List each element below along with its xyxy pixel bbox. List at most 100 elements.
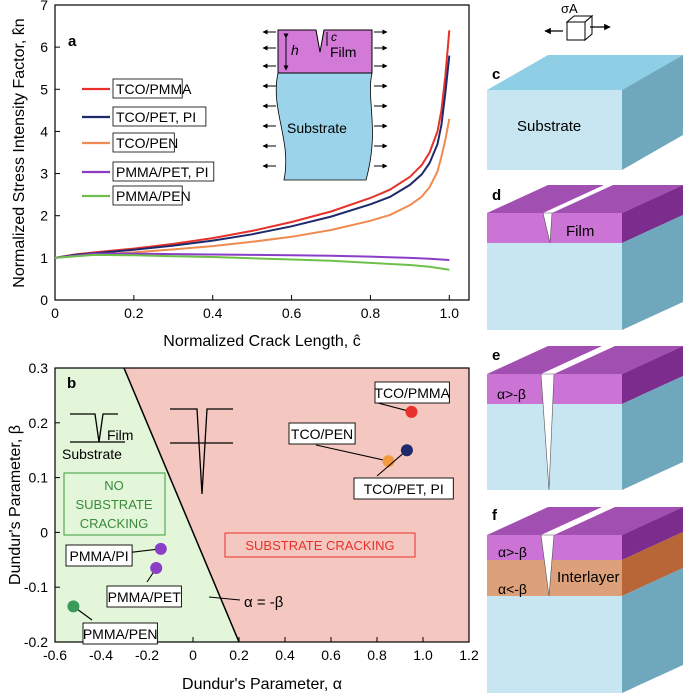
- stress-cube-icon: σA: [544, 1, 611, 42]
- sketch-substrate-label: Substrate: [62, 446, 122, 462]
- legend-box-2: [112, 132, 175, 153]
- panel-b: b -0.6 -0.4 -0.2 0 0.2 0.4 0.6 0.8 1.0 1.2 -0.2 -0.…: [7, 360, 479, 693]
- panel-c-letter: c: [492, 66, 500, 83]
- scatter-point-2: [400, 444, 413, 457]
- point-label-box-4: [106, 585, 182, 608]
- inset-c-label: c: [331, 30, 337, 44]
- plot-a-xtick-label: 0.2: [124, 305, 144, 321]
- plot-a-ytick-label: 2: [40, 208, 48, 224]
- plot-b-ylabel: Dundur's Parameter, β: [7, 425, 24, 585]
- panel-b-letter: b: [67, 375, 76, 392]
- panel-e: e α>-β: [487, 346, 683, 491]
- plot-a-series-line-1: [54, 55, 451, 259]
- boundary-label: α = -β: [244, 594, 284, 611]
- plot-a-ylabel: Normalized Stress Intensity Factor, k̂n: [11, 18, 28, 287]
- boundary-line: [123, 367, 240, 643]
- plot-a-xtick-label: 0.4: [203, 305, 223, 321]
- plot-a-ytick-label: 0: [40, 292, 48, 308]
- scatter-point-3: [154, 542, 167, 555]
- panel-f-label-2: α<-β: [498, 581, 527, 597]
- point-label-2: TCO/PET, PI: [364, 481, 444, 497]
- region-no-label-line: CRACKING: [80, 516, 149, 531]
- point-leader-2: [376, 449, 408, 477]
- plot-b-xlabel: Dundur's Parameter, α: [182, 676, 342, 693]
- plot-b-ytick-label: 0.1: [29, 470, 49, 486]
- plot-a-frame: [54, 4, 470, 301]
- scatter-point-5: [67, 600, 80, 613]
- plot-a-xlabel: Normalized Crack Length, ĉ: [163, 333, 360, 350]
- plot-b-xtick-label: 0.2: [229, 647, 249, 663]
- plot-a-ytick-label: 4: [40, 123, 48, 139]
- point-label-4: PMMA/PET: [108, 589, 182, 605]
- plot-a-series-line-4: [54, 253, 450, 271]
- inset-film-label: Film: [330, 44, 356, 60]
- panel-d-letter: d: [492, 187, 501, 204]
- region-yes-label: SUBSTRATE CRACKING: [245, 538, 394, 553]
- legend-box-4: [112, 185, 183, 206]
- plot-a-ytick-label: 1: [40, 250, 48, 266]
- plot-b-xtick-label: 0: [189, 647, 197, 663]
- plot-b-xtick-label: 1.0: [413, 647, 433, 663]
- legend-label-3: PMMA/PET, PI: [116, 164, 209, 180]
- plot-b-xtick-label: -0.4: [89, 647, 113, 663]
- plot-a-ytick-label: 5: [40, 81, 48, 97]
- region-no-label-line: NO: [104, 478, 124, 493]
- region-yes-label-box: [224, 532, 416, 558]
- plot-b-xtick-label: 1.2: [459, 647, 479, 663]
- panel-f-interlayer-label: Interlayer: [557, 569, 620, 586]
- panel-e-letter: e: [492, 347, 500, 364]
- sketch-film-substrate: Film Substrate: [62, 413, 133, 462]
- region-no-cracking: [55, 368, 239, 642]
- panel-a-letter: a: [68, 33, 77, 50]
- stress-label: σA: [561, 1, 578, 16]
- point-label-1: TCO/PEN: [291, 426, 353, 442]
- point-label-0: TCO/PMMA: [374, 385, 450, 401]
- legend-label-0: TCO/PMMA: [116, 81, 192, 97]
- sketch-film-label: Film: [107, 427, 133, 443]
- scatter-point-0: [405, 405, 418, 418]
- plot-a-series-line-3: [54, 252, 450, 261]
- panel-c-label: Substrate: [517, 118, 581, 135]
- legend-label-1: TCO/PET, PI: [116, 109, 196, 125]
- point-label-box-1: [288, 422, 356, 445]
- panel-f-label-1: α>-β: [498, 544, 527, 560]
- inset-substrate-label: Substrate: [287, 120, 347, 136]
- legend-box-1: [112, 106, 207, 127]
- plot-b-ytick-label: 0.3: [29, 360, 49, 376]
- panel-e-label: α>-β: [497, 386, 526, 402]
- panel-d: d Film: [487, 185, 683, 330]
- panel-f: f α>-β α<-β Interlayer: [487, 507, 683, 693]
- sketch-deep-crack: [170, 408, 233, 495]
- point-label-3: PMMA/PI: [69, 548, 128, 564]
- legend-box-0: [112, 78, 183, 99]
- plot-b-xtick-label: 0.8: [367, 647, 387, 663]
- plot-b-ytick-label: 0.2: [29, 415, 49, 431]
- plot-b-xtick-label: -0.2: [135, 647, 159, 663]
- plot-b-xtick-label: 0.4: [275, 647, 295, 663]
- point-label-box-3: [65, 544, 133, 567]
- inset-film-substrate: h c Film Substrate: [262, 29, 388, 181]
- plot-a-xtick-label: 0: [51, 305, 59, 321]
- plot-a-ytick-label: 6: [40, 39, 48, 55]
- panel-c: c Substrate σA: [487, 1, 683, 170]
- plot-a-ytick-label: 7: [40, 0, 48, 13]
- plot-b-xtick-label: 0.6: [321, 647, 341, 663]
- scatter-point-4: [150, 562, 163, 575]
- panel-f-letter: f: [492, 507, 498, 524]
- plot-a-ytick-label: 3: [40, 166, 48, 182]
- plot-a-xtick-label: 1.0: [440, 305, 460, 321]
- plot-b-ytick-label: -0.1: [24, 579, 48, 595]
- legend-box-3: [112, 161, 215, 182]
- region-no-label-box: [63, 472, 166, 536]
- inset-h-label: h: [291, 42, 299, 58]
- point-label-5: PMMA/PEN: [83, 626, 158, 642]
- legend-label-4: PMMA/PEN: [116, 188, 191, 204]
- plot-a-series-line-0: [54, 30, 451, 259]
- plot-b-ytick-label: -0.2: [24, 634, 48, 650]
- inset-arrows: [262, 29, 388, 169]
- plot-b-xtick-label: -0.6: [43, 647, 67, 663]
